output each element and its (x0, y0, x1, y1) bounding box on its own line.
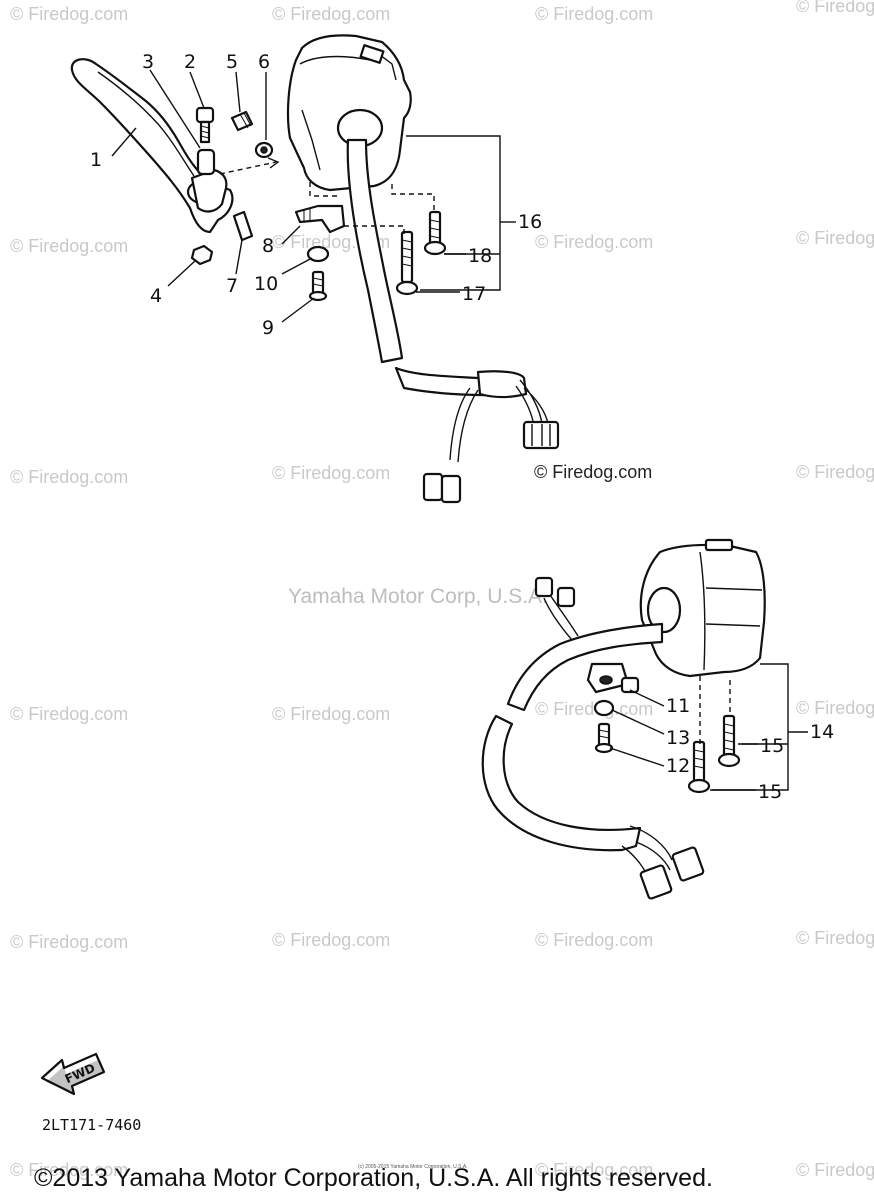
throttle-bore (646, 586, 682, 634)
inline-firedog-credit: © Firedog.com (534, 462, 652, 482)
washer-13 (593, 699, 615, 717)
watermark: © Firedog.com (10, 932, 128, 952)
adjuster-bolt (230, 110, 254, 132)
small-credit: (c) 2005-2015 Yamaha Motor Corporation, … (358, 1164, 468, 1170)
watermark: © Firedog.com (272, 463, 390, 483)
left-switch-assembly (286, 34, 560, 504)
screw-15b (692, 740, 706, 784)
callout-17: 17 (462, 283, 486, 305)
connector-b (422, 472, 444, 502)
watermark: © Firedog.com (535, 232, 653, 252)
forward-arrow: FWD (40, 1052, 106, 1096)
callout-labels: 1 2 3 4 5 6 7 8 9 10 11 12 13 14 15 15 1… (90, 51, 834, 803)
callout-11: 11 (666, 695, 690, 717)
lever-assembly (70, 58, 280, 266)
callout-3: 3 (142, 51, 154, 73)
connector-f (639, 864, 673, 900)
diagram-code: 2LT171-7460 (42, 1116, 141, 1134)
right-switch-assembly (481, 538, 789, 900)
watermark: © Firedog.com (272, 930, 390, 950)
callout-7: 7 (226, 275, 238, 297)
choke-lever (294, 204, 346, 234)
center-watermark: Yamaha Motor Corp, U.S.A. (288, 585, 548, 608)
callout-18: 18 (468, 245, 492, 267)
watermark: © Firedog.com (796, 928, 874, 948)
watermark: © Firedog.com (796, 1160, 874, 1180)
callout-13: 13 (666, 727, 690, 749)
screw-12 (597, 722, 611, 748)
callout-15-upper: 15 (760, 735, 784, 757)
connector-a (522, 420, 560, 450)
watermark: © Firedog.com (10, 467, 128, 487)
callout-15-lower: 15 (758, 781, 782, 803)
watermark: © Firedog.com (10, 704, 128, 724)
watermark: © Firedog.com (796, 228, 874, 248)
connector-g (671, 846, 705, 882)
copyright-notice: ©2013 Yamaha Motor Corporation, U.S.A. A… (34, 1164, 713, 1192)
callout-5: 5 (226, 51, 238, 73)
callout-12: 12 (666, 755, 690, 777)
watermark: © Firedog.com (535, 4, 653, 24)
callout-6: 6 (258, 51, 270, 73)
watermark: © Firedog.com (10, 1160, 128, 1180)
callout-1: 1 (90, 149, 102, 171)
callout-8: 8 (262, 235, 274, 257)
screw-9 (311, 270, 325, 296)
watermark: © Firedog.com (796, 462, 874, 482)
collar (196, 148, 216, 176)
lock-nut-4 (190, 244, 214, 266)
callout-10: 10 (254, 273, 278, 295)
callout-14: 14 (810, 721, 834, 743)
watermark: © Firedog.com (272, 4, 390, 24)
watermark: © Firedog.com (272, 704, 390, 724)
lever-bracket (190, 168, 228, 213)
leader-lines (111, 69, 808, 791)
watermark: © Firedog.com (535, 1160, 653, 1180)
callout-9: 9 (262, 317, 274, 339)
fwd-arrow-icon (40, 1052, 106, 1096)
watermark: © Firedog.com (10, 4, 128, 24)
pivot-bolt-head (195, 106, 215, 124)
callout-16: 16 (518, 211, 542, 233)
connector-e (556, 586, 576, 608)
callout-2: 2 (184, 51, 196, 73)
wire-harness-upper (346, 138, 404, 364)
connector-d (534, 576, 554, 598)
watermark: © Firedog.com (796, 698, 874, 718)
watermark: © Firedog.com (10, 236, 128, 256)
connector-c (440, 474, 462, 504)
watermark: © Firedog.com (796, 0, 874, 16)
washer-10 (306, 245, 330, 263)
wire-harness-lower (506, 622, 664, 712)
watermark: © Firedog.com (535, 930, 653, 950)
callout-4: 4 (150, 285, 162, 307)
